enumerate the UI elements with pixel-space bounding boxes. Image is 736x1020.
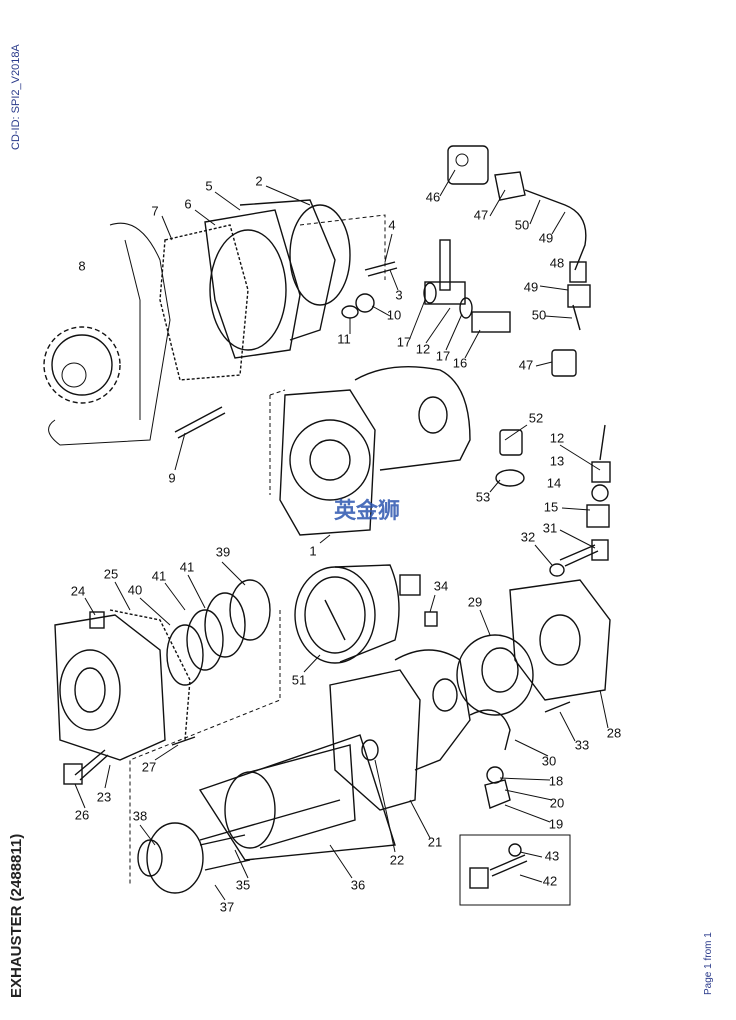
cover-28-seal-29-30 [456,579,611,716]
callout-12: 12 [416,341,430,356]
watermark: 英金狮 [334,498,400,524]
callout-23: 23 [97,789,111,804]
callout-18: 18 [549,773,563,788]
callout-49: 49 [539,230,553,245]
callout-21: 21 [428,834,442,849]
callout-40: 40 [128,582,142,597]
engine-housing-outline [48,222,171,446]
callout-38: 38 [133,808,147,823]
callout-48: 48 [550,255,564,270]
callout-6: 6 [184,196,191,211]
callout-25: 25 [104,566,118,581]
callout-47: 47 [474,207,488,222]
callout-1: 1 [309,543,316,558]
callout-36: 36 [351,877,365,892]
callout-14: 14 [547,475,561,490]
callout-3: 3 [395,287,402,302]
callout-51: 51 [292,672,306,687]
callout-31: 31 [543,520,557,535]
callout-19: 19 [549,816,563,831]
callout-39: 39 [216,544,230,559]
callout-46: 46 [426,189,440,204]
callout-32: 32 [521,529,535,544]
screw-34 [424,611,438,627]
callout-49b: 49 [524,279,538,294]
callout-33: 33 [575,737,589,752]
callout-30: 30 [542,753,556,768]
gauge-51 [294,564,421,664]
callout-9: 9 [168,470,175,485]
callout-27: 27 [142,759,156,774]
gaskets-5-6-7 [159,199,351,381]
callout-42: 42 [543,873,557,888]
callout-16: 16 [453,355,467,370]
callout-41: 41 [180,559,194,574]
callout-22: 22 [390,852,404,867]
callout-43: 43 [545,848,559,863]
callout-17b: 17 [436,348,450,363]
callout-50b: 50 [532,307,546,322]
callout-labels: 2 5 6 7 4 8 46 47 50 49 48 49 50 3 10 11… [71,173,621,914]
callout-10: 10 [387,307,401,322]
callout-29: 29 [468,594,482,609]
fittings-52-53-13-15-31 [495,424,611,577]
callout-28: 28 [607,725,621,740]
callout-20: 20 [550,795,564,810]
end-housing-21 [329,649,511,811]
callout-8: 8 [78,258,85,273]
callout-41b: 41 [152,568,166,583]
fittings-46-50 [447,145,591,377]
callout-13: 13 [550,453,564,468]
housing-23-seals-39-41 [54,579,271,785]
callout-50: 50 [515,217,529,232]
rotor-36-vanes-35 [198,734,396,861]
callout-53: 53 [476,489,490,504]
callout-15: 15 [544,499,558,514]
callout-34: 34 [434,578,448,593]
callout-24: 24 [71,583,85,598]
callout-12b: 12 [550,430,564,445]
callout-35: 35 [236,877,250,892]
callout-37: 37 [220,899,234,914]
callout-47b: 47 [519,357,533,372]
callout-11: 11 [337,331,351,346]
callout-7: 7 [151,203,158,218]
callout-4: 4 [388,217,395,232]
gear-8 [43,326,121,404]
banjo-fitting-12-17-16 [423,239,511,333]
inset-box-42-43 [459,834,571,906]
callout-17: 17 [397,334,411,349]
callout-26: 26 [75,807,89,822]
callout-52: 52 [529,410,543,425]
callout-2: 2 [255,173,262,188]
bearing-38-37 [137,822,251,894]
callout-5: 5 [205,178,212,193]
bolt-3-nut-10-washer-11 [341,261,398,319]
pump-body-1 [279,366,471,536]
callout-leader-lines [74,169,609,901]
stud-9 [174,406,226,439]
